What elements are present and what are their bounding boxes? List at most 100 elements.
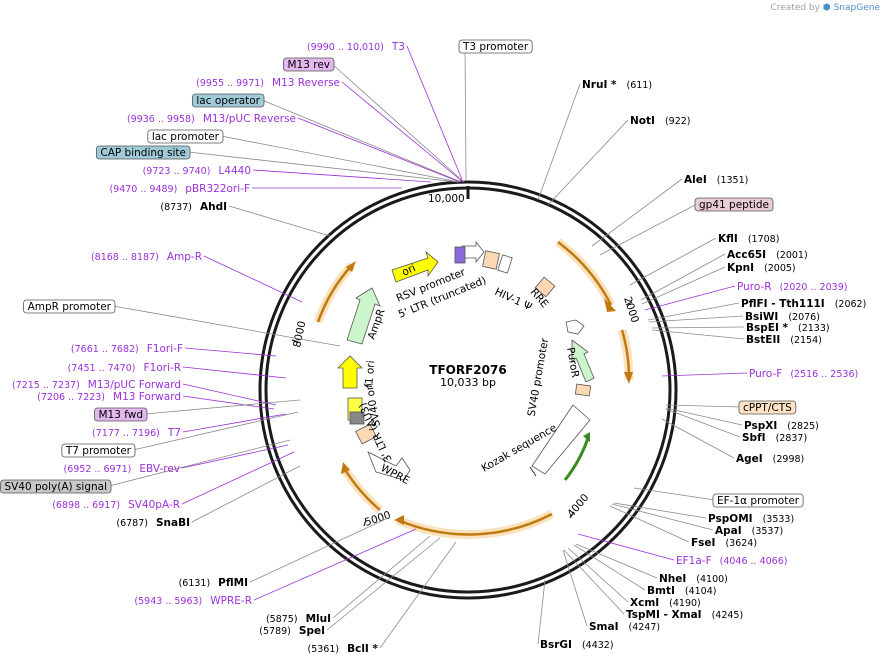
tick-marks	[291, 301, 633, 527]
svg-text:EF-1α promoter: EF-1α promoter	[717, 495, 800, 507]
enzyme-bsrgi: BsrGI	[540, 639, 572, 651]
enzyme-pflfi-tth111i: PflFI - Tth111I	[741, 298, 825, 310]
label-m13-rev: M13 rev	[283, 57, 335, 72]
sv40-pa-box	[349, 411, 365, 425]
enzyme-coord-bspei: (2133)	[798, 323, 830, 334]
primer-coord-f1ori-r: (7451 .. 7470)	[68, 363, 136, 374]
enzyme-spei: SpeI	[299, 625, 325, 637]
puror-arrow	[571, 339, 595, 383]
enzyme-pflmi: PflMI	[218, 577, 248, 589]
feature-puror: PuroR	[564, 346, 581, 378]
svg-text:AmpR promoter: AmpR promoter	[28, 301, 112, 313]
label-gp41-peptide: gp41 peptide	[694, 197, 774, 212]
primer-coord-ebv-rev: (6952 .. 6971)	[64, 464, 132, 475]
plasmid-name: TFORF2076	[429, 363, 506, 377]
enzyme-coord-agei: (2998)	[773, 454, 805, 465]
leader-line	[665, 408, 741, 438]
leader-line	[379, 541, 457, 649]
svg-text:CAP binding site: CAP binding site	[100, 147, 186, 159]
primer-amp-r: Amp-R	[167, 251, 202, 263]
leader-line	[261, 99, 462, 183]
plasmid-size: 10,033 bp	[440, 376, 496, 389]
orf-arc-left	[313, 261, 356, 324]
cppt-box	[574, 383, 592, 397]
leader-line	[132, 411, 299, 451]
leader-line	[144, 399, 301, 415]
leader-line	[537, 579, 546, 645]
enzyme-coord-bsiwi: (2076)	[788, 312, 820, 323]
ef1a-arrow	[531, 404, 591, 475]
label-m13-fwd: M13 fwd	[94, 407, 148, 422]
enzyme-tspmi-xmai: TspMI - XmaI	[626, 609, 702, 621]
ltr-box-1	[482, 250, 500, 270]
credit-prefix: Created by	[770, 3, 820, 13]
enzyme-coord-bcli: (5361)	[308, 644, 340, 655]
orf-arrow-right	[624, 372, 633, 384]
orf-arrow-top-right	[604, 298, 616, 312]
leader-line	[573, 544, 646, 591]
leader-line	[647, 302, 740, 321]
primer-coord-t3: (9990 .. 10,010)	[307, 42, 384, 53]
feature-hiv1-psi: HIV-1 Ψ	[493, 286, 534, 314]
primer-t7: T7	[167, 427, 181, 439]
primer-sv40pa-r: SV40pA-R	[128, 499, 180, 511]
enzyme-fsei: FseI	[691, 537, 715, 549]
leader-line	[609, 505, 690, 543]
backbone-outer-ring	[258, 180, 678, 600]
orf-arc-top-right	[555, 238, 616, 308]
enzyme-kpni: KpnI	[727, 262, 754, 274]
primer-f1ori-r: F1ori-R	[144, 362, 181, 374]
leader-line	[220, 135, 460, 183]
primer-f1ori-f: F1ori-F	[147, 343, 183, 355]
svg-text:gp41 peptide: gp41 peptide	[699, 199, 769, 211]
leader-line	[331, 63, 465, 183]
leader-line	[249, 517, 389, 583]
enzyme-coord-pspomi: (3533)	[763, 514, 795, 525]
primer-coord-m13-reverse: (9955 .. 9971)	[196, 78, 264, 89]
primer-coord-wpre-r: (5943 .. 5963)	[134, 596, 202, 607]
primer-pbr322ori-f: pBR322ori-F	[185, 183, 250, 195]
ef1a-green-arrow	[583, 432, 590, 442]
label-cppt-cts: cPPT/CTS	[738, 400, 797, 415]
leader-line	[651, 326, 745, 329]
leader-line	[629, 237, 717, 286]
orf-arcs	[313, 238, 634, 539]
leader-line	[547, 119, 629, 206]
label-lac-operator: lac operator	[191, 93, 265, 108]
enzyme-bcli: BclI *	[347, 643, 378, 655]
leader-line	[326, 537, 441, 631]
leader-line	[108, 439, 291, 487]
enzyme-coord-bsteii: (2154)	[790, 335, 822, 346]
primer-coord-m13-puc-reverse: (9936 .. 9958)	[127, 114, 195, 125]
enzyme-coord-kpni: (2005)	[764, 263, 796, 274]
leader-line	[665, 404, 742, 408]
primer-coord-sv40pa-r: (6898 .. 6917)	[52, 500, 120, 511]
leader-line	[182, 383, 277, 406]
enzyme-sbfi: SbfI	[742, 432, 766, 444]
leader-line	[406, 45, 464, 183]
primer-puro-r: Puro-R	[737, 281, 772, 293]
svg-text:SV40 poly(A) signal: SV40 poly(A) signal	[4, 481, 107, 493]
leader-line	[641, 266, 726, 305]
leader-line	[182, 395, 275, 410]
svg-text:T3 promoter: T3 promoter	[462, 41, 529, 53]
wpre-arrow	[367, 451, 411, 481]
enzyme-nhei: NheI	[659, 573, 686, 585]
enzyme-ahdi: AhdI	[200, 201, 227, 213]
enzyme-coord-smai: (4247)	[629, 622, 661, 633]
enzyme-mlui: MluI	[306, 613, 331, 625]
enzyme-coord-bsrgi: (4432)	[582, 640, 614, 651]
enzyme-coord-alei: (1351)	[717, 175, 749, 186]
leader-line	[253, 528, 417, 601]
enzyme-coord-nhei: (4100)	[696, 574, 728, 585]
f1-ori-arrow	[337, 355, 363, 389]
orf-arrow-left	[346, 261, 356, 272]
leader-line	[640, 253, 726, 301]
enzyme-coord-pflmi: (6131)	[179, 578, 211, 589]
enzyme-agei: AgeI	[736, 453, 763, 465]
enzyme-coord-tspmi-xmai: (4245)	[712, 610, 744, 621]
orf-arrow-bottom	[394, 515, 404, 525]
feature-sv40-promoter: SV40 promoter	[526, 337, 552, 418]
leader-line	[665, 407, 743, 426]
